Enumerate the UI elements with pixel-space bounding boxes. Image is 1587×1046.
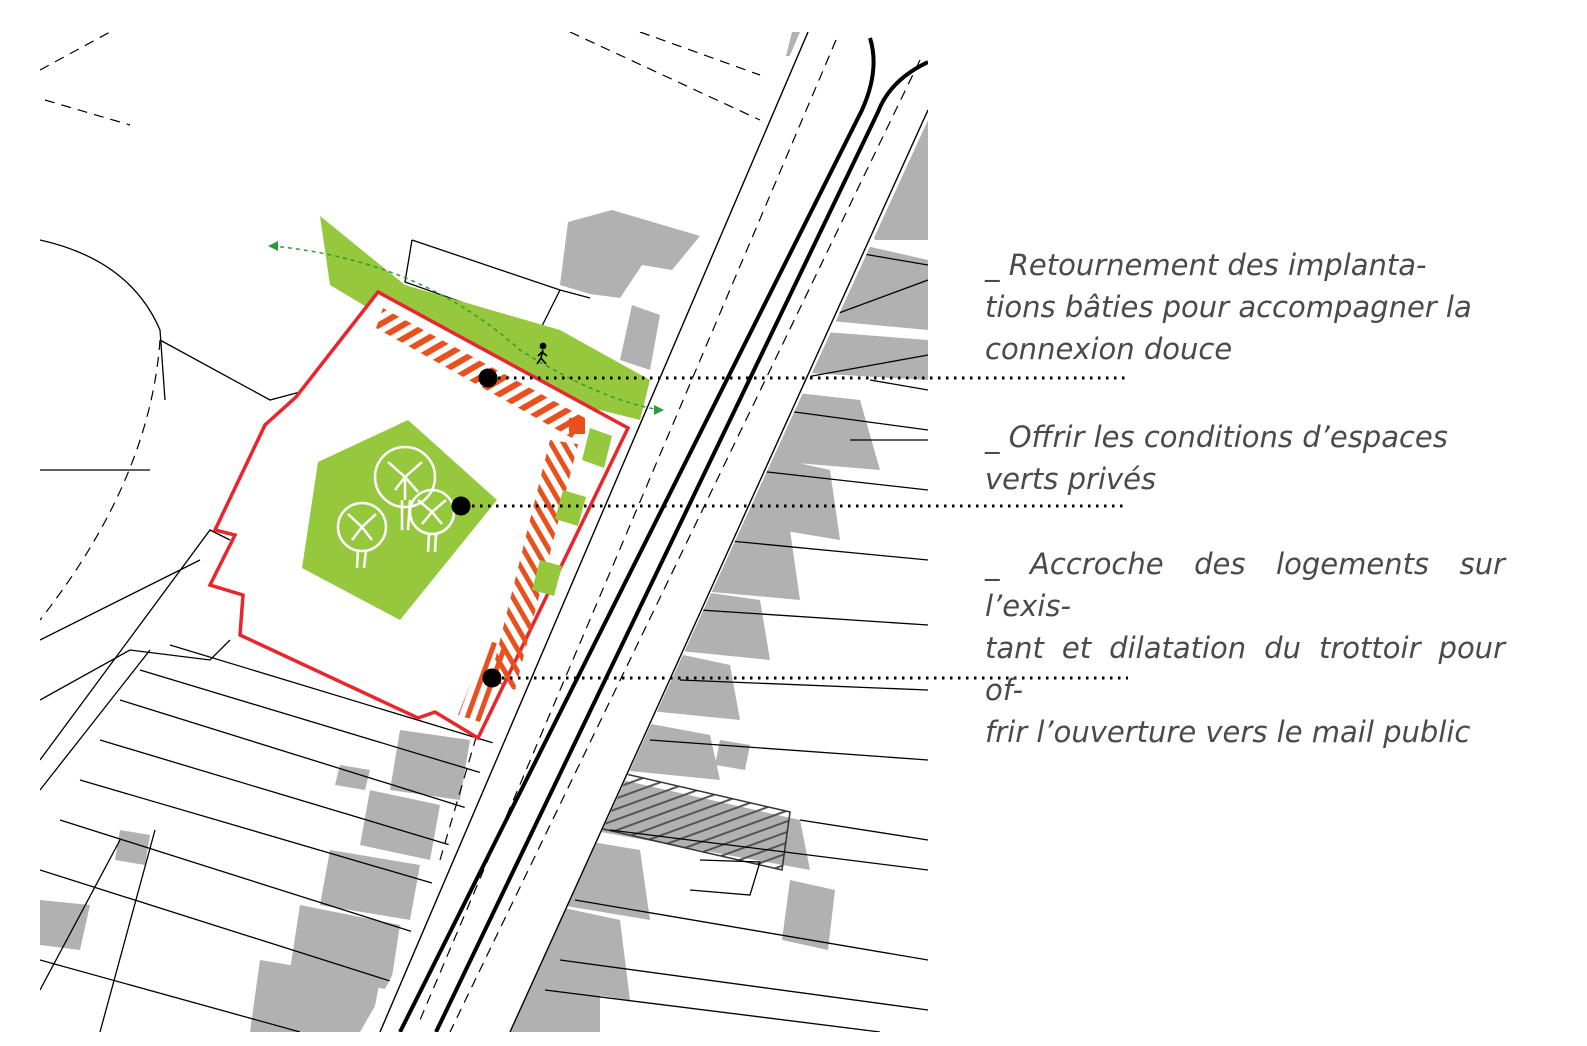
main-street bbox=[360, 32, 928, 1032]
annotation-2: _ Offrir les conditions d’espaces verts … bbox=[985, 416, 1505, 500]
path-arrow-left bbox=[268, 241, 278, 251]
annotation-3-line-2: tant et dilatation du trottoir pour of- bbox=[985, 631, 1505, 707]
private-green-squares bbox=[532, 428, 612, 596]
annotation-3: _ Accroche des logements sur l’exis- tan… bbox=[985, 543, 1505, 753]
path-arrow-right bbox=[654, 405, 664, 415]
annotation-3-line-3: frir l’ouverture vers le mail public bbox=[985, 715, 1471, 749]
leader-dot-2 bbox=[451, 496, 471, 516]
leader-dot-1 bbox=[478, 368, 498, 388]
green-corridor bbox=[320, 216, 650, 420]
annotation-1-line-2: tions bâties pour accompagner la bbox=[985, 290, 1472, 324]
annotation-1-line-3: connexion douce bbox=[985, 332, 1233, 366]
tree-icon bbox=[336, 445, 456, 569]
annotation-2-line-2: verts privés bbox=[985, 462, 1157, 496]
annotation-1: _ Retournement des implanta- tions bâtie… bbox=[985, 244, 1505, 370]
annotation-2-line-1: _ Offrir les conditions d’espaces bbox=[985, 420, 1448, 454]
leader-lines bbox=[464, 376, 1128, 680]
pedestrian-path-line bbox=[271, 245, 661, 411]
pedestrian-icon bbox=[536, 342, 548, 365]
leader-dot-3 bbox=[482, 668, 502, 688]
annotation-1-line-1: _ Retournement des implanta- bbox=[985, 248, 1427, 282]
leader-dots bbox=[451, 368, 502, 688]
annotation-3-line-1: _ Accroche des logements sur l’exis- bbox=[985, 547, 1505, 623]
green-courtyard bbox=[302, 420, 497, 620]
